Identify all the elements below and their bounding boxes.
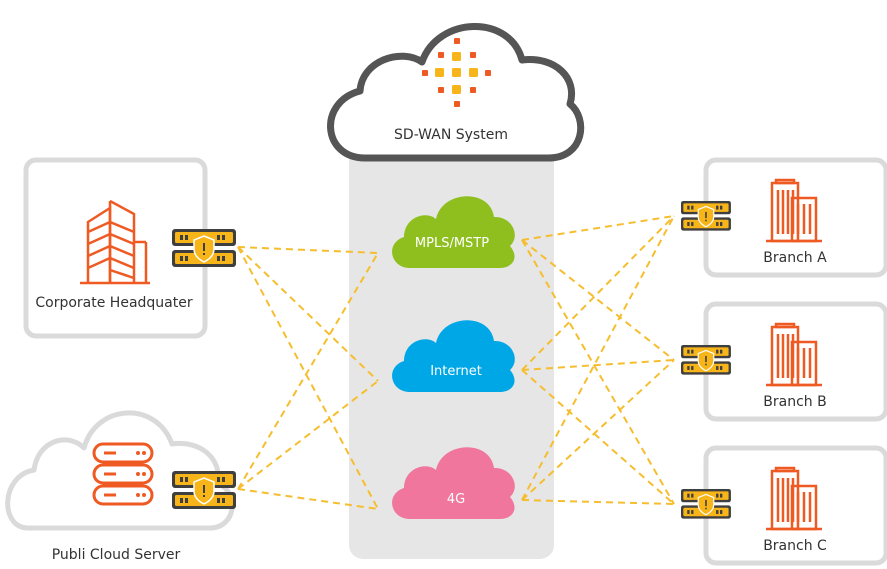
site-headquarters: Corporate Headquater bbox=[23, 157, 208, 339]
cloud-server-label: Publi Cloud Server bbox=[52, 547, 181, 563]
branch-b-label: Branch B bbox=[763, 394, 826, 410]
internet-cloud bbox=[392, 320, 515, 392]
network-4g: 4G bbox=[392, 447, 515, 519]
connection-links bbox=[237, 215, 675, 510]
site-branch-c: Branch C bbox=[703, 445, 887, 566]
site-branch-a: Branch A bbox=[703, 157, 887, 278]
mpls-label: MPLS/MSTP bbox=[415, 236, 489, 251]
cloud-server-cloud bbox=[5, 410, 235, 531]
network-internet: Internet bbox=[392, 320, 515, 392]
office-tower-icon bbox=[80, 199, 150, 285]
sd-wan-logo-icon bbox=[422, 38, 491, 107]
network-mpls: MPLS/MSTP bbox=[392, 196, 515, 268]
branch-a-label: Branch A bbox=[763, 250, 827, 266]
database-server-icon bbox=[92, 442, 154, 506]
mpls-cloud bbox=[392, 196, 515, 268]
sd-wan-system: SD-WAN System bbox=[327, 23, 585, 162]
4g-label: 4G bbox=[447, 492, 465, 507]
internet-label: Internet bbox=[430, 364, 482, 379]
4g-cloud bbox=[392, 447, 515, 519]
headquarters-label: Corporate Headquater bbox=[35, 295, 192, 311]
sd-wan-label: SD-WAN System bbox=[394, 127, 508, 143]
branch-c-label: Branch C bbox=[763, 538, 827, 554]
database-dots bbox=[136, 451, 146, 497]
site-branch-b: Branch B bbox=[703, 301, 887, 422]
